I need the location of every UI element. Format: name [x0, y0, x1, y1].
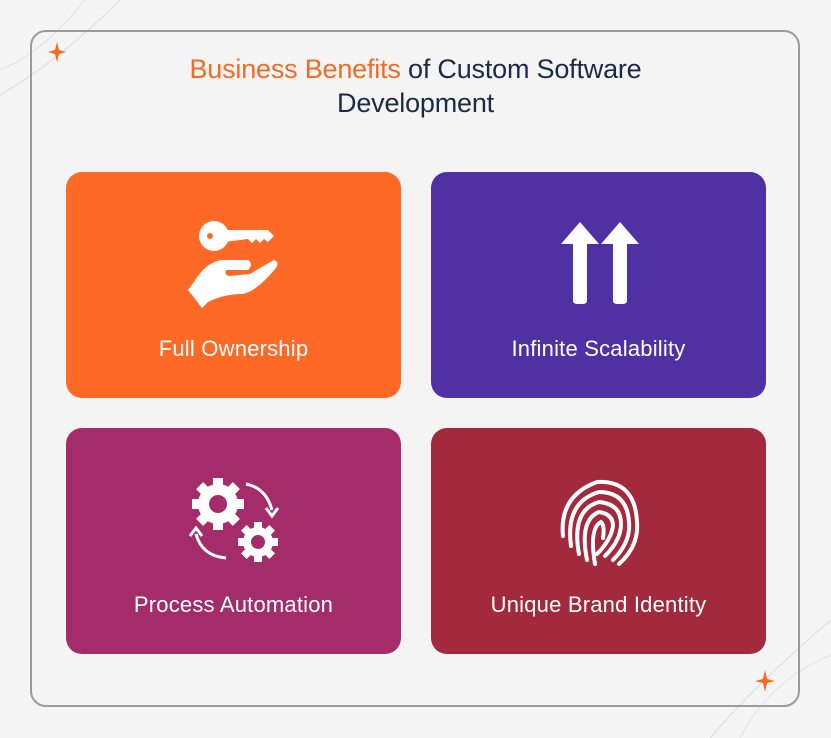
card-label: Infinite Scalability: [511, 336, 686, 361]
card-unique-brand-identity: Unique Brand Identity: [431, 428, 766, 654]
key-in-hand-icon: [187, 221, 278, 308]
page-title: Business Benefits of Custom Software Dev…: [0, 52, 831, 120]
title-line1-rest: of Custom Software: [400, 54, 642, 84]
title-line2: Development: [337, 88, 494, 118]
content-frame: [30, 30, 800, 707]
card-full-ownership: Full Ownership: [66, 172, 401, 398]
fingerprint-icon: [560, 479, 639, 566]
title-accent: Business Benefits: [189, 54, 401, 84]
card-infinite-scalability: Infinite Scalability: [431, 172, 766, 398]
gears-cycle-icon: [188, 478, 279, 562]
card-process-automation: Process Automation: [66, 428, 401, 654]
card-label: Process Automation: [133, 592, 334, 617]
card-label: Full Ownership: [158, 336, 309, 361]
double-up-arrow-icon: [560, 222, 639, 304]
card-label: Unique Brand Identity: [490, 592, 707, 617]
